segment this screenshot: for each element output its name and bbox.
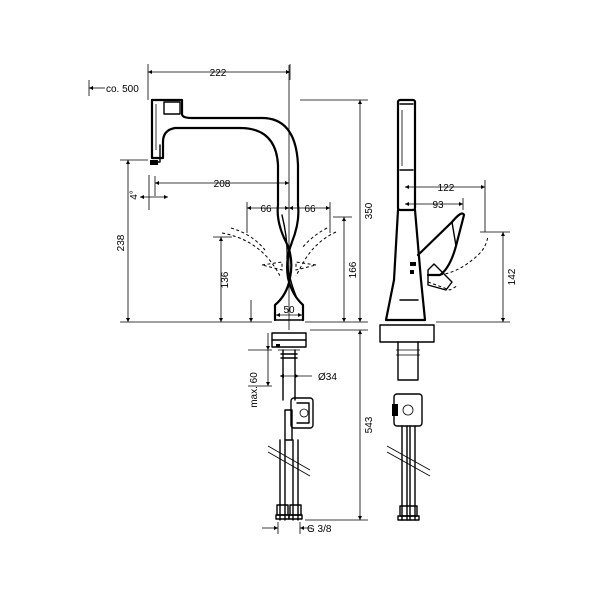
dim-handle-high: 166 [348, 261, 359, 278]
side-spout [396, 98, 417, 212]
dim-max-countertop: max. 60 [249, 372, 260, 408]
side-handle [410, 212, 489, 291]
dim-body-diameter: 50 [283, 305, 295, 316]
dim-handle-low: 136 [220, 271, 231, 288]
dim-side-height: 142 [507, 268, 518, 285]
dim-connection-thread: G 3/8 [307, 524, 332, 535]
dim-pullout: co. 500 [106, 84, 139, 95]
dim-swivel-left: 66 [260, 204, 272, 215]
dim-outreach: 222 [210, 68, 227, 79]
dim-total-height: 350 [364, 202, 375, 219]
handle-swing-arcs [221, 227, 337, 277]
shank [280, 349, 314, 441]
dim-swivel-right: 66 [304, 204, 316, 215]
side-body [384, 208, 427, 322]
dim-side-reach: 122 [438, 183, 455, 194]
dim-side-offset: 93 [432, 200, 444, 211]
side-base [379, 324, 435, 521]
dim-spout-axis: 208 [214, 179, 231, 190]
supply-hoses [267, 439, 311, 521]
base-plate [271, 332, 307, 351]
dim-spout-height: 238 [116, 234, 127, 251]
dim-hose-length: 543 [364, 416, 375, 433]
dimension-lines [88, 64, 510, 534]
dim-tilt-angle: 4° [129, 190, 140, 200]
dimension-labels: 222 co. 500 208 4° 66 66 350 238 136 166… [106, 68, 518, 535]
spout [150, 98, 300, 207]
side-view [379, 98, 489, 521]
front-view [150, 65, 337, 521]
dim-shank-diameter: Ø34 [318, 372, 337, 383]
